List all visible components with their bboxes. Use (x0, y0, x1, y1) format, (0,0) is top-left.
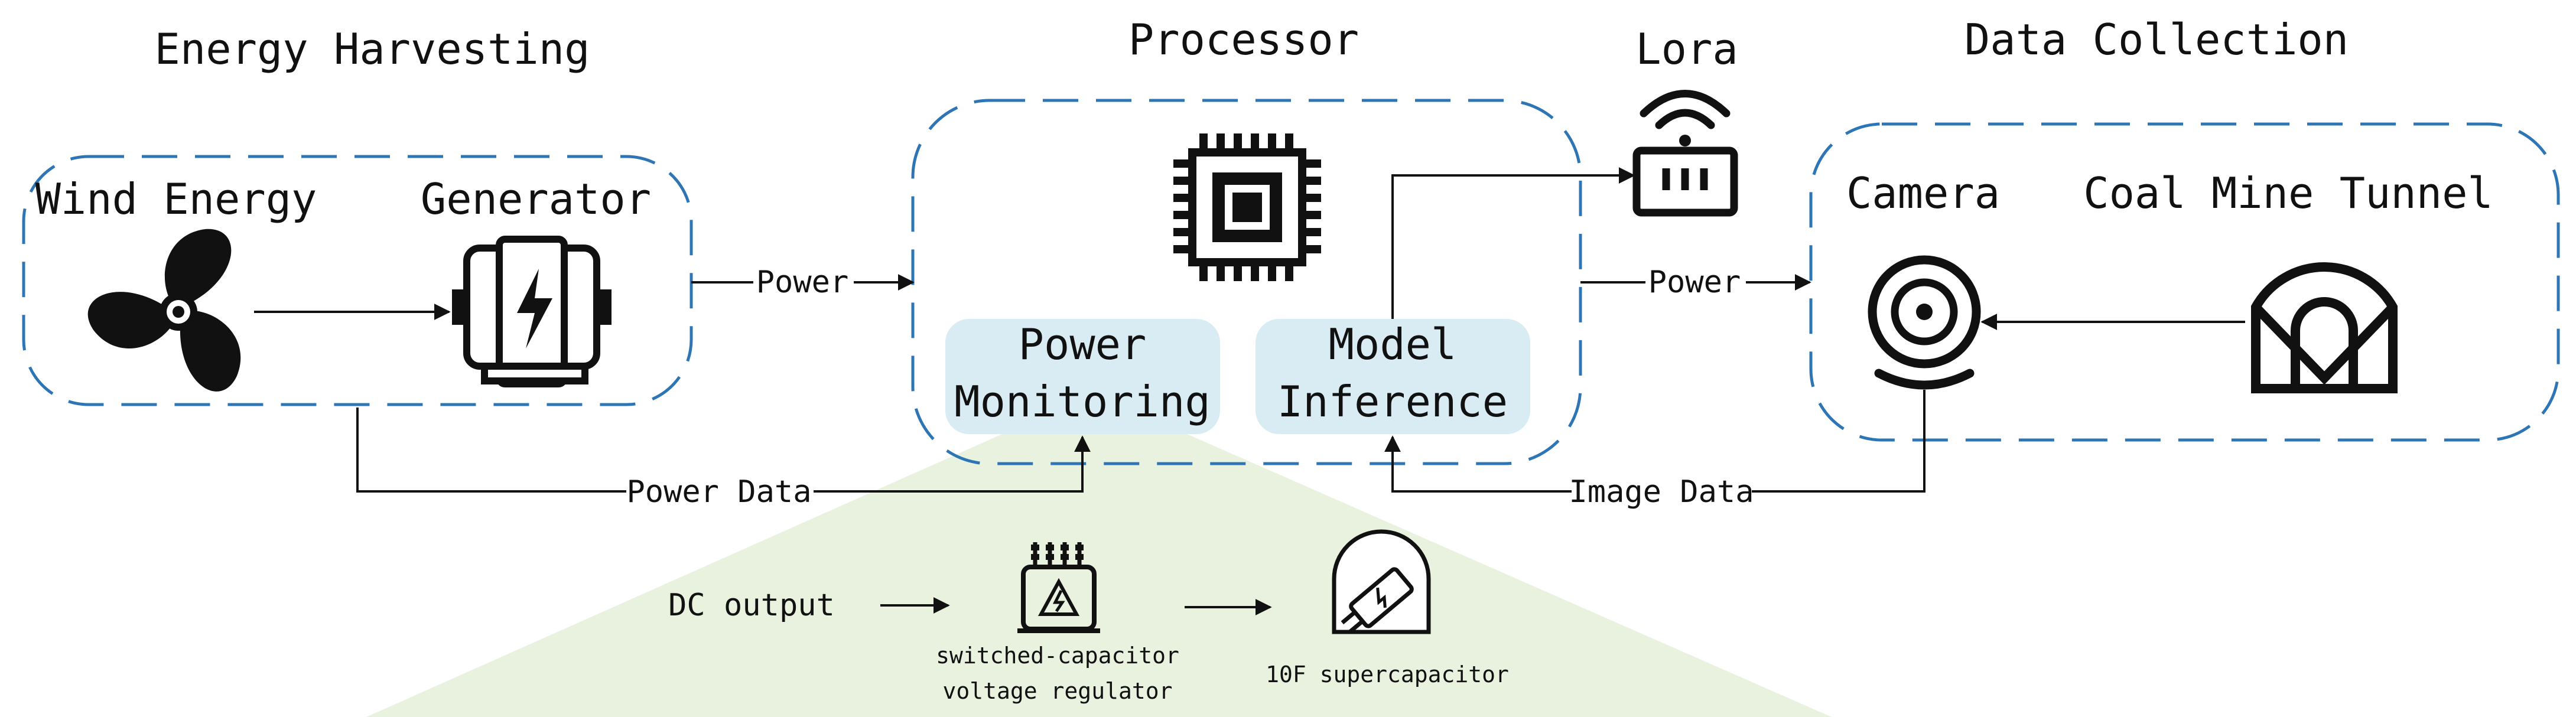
chip-icon (1173, 133, 1321, 281)
model-inference-line2: Inference (1277, 377, 1508, 426)
image-data-label: Image Data (1569, 474, 1754, 510)
regulator-icon (1017, 542, 1100, 633)
power-label-left: Power (756, 265, 849, 300)
supercapacitor-label: 10F supercapacitor (1266, 661, 1509, 687)
camera-label: Camera (1846, 168, 2000, 218)
fan-icon (87, 229, 241, 392)
tunnel-icon (2251, 262, 2398, 393)
power-monitoring-module (945, 319, 1220, 434)
connectors (254, 167, 2245, 615)
generator-label: Generator (421, 174, 651, 224)
processor-title: Processor (1128, 15, 1359, 64)
model-inference-line1: Model (1329, 320, 1457, 369)
regulator-label-line2: voltage regulator (943, 678, 1173, 704)
power-monitoring-line1: Power (1019, 320, 1147, 369)
coal-mine-tunnel-label: Coal Mine Tunnel (2083, 168, 2493, 218)
lora-router-icon (1632, 90, 1738, 217)
dc-output-label: DC output (668, 588, 835, 623)
power-monitoring-line2: Monitoring (954, 377, 1210, 426)
power-label-right: Power (1648, 265, 1741, 300)
wind-energy-label: Wind Energy (35, 174, 317, 224)
model-inference-module (1256, 319, 1530, 434)
supercapacitor-icon (1332, 529, 1431, 634)
energy-harvesting-box (22, 155, 693, 406)
energy-harvesting-title: Energy Harvesting (155, 24, 590, 74)
data-collection-title: Data Collection (1964, 15, 2349, 64)
regulator-label-line1: switched-capacitor (936, 643, 1179, 669)
data-collection-box (1809, 122, 2560, 442)
camera-icon (1868, 255, 1981, 390)
detail-panel (366, 425, 1832, 717)
power-data-label: Power Data (626, 474, 811, 510)
generator-icon (452, 236, 612, 387)
lora-title: Lora (1635, 24, 1738, 74)
